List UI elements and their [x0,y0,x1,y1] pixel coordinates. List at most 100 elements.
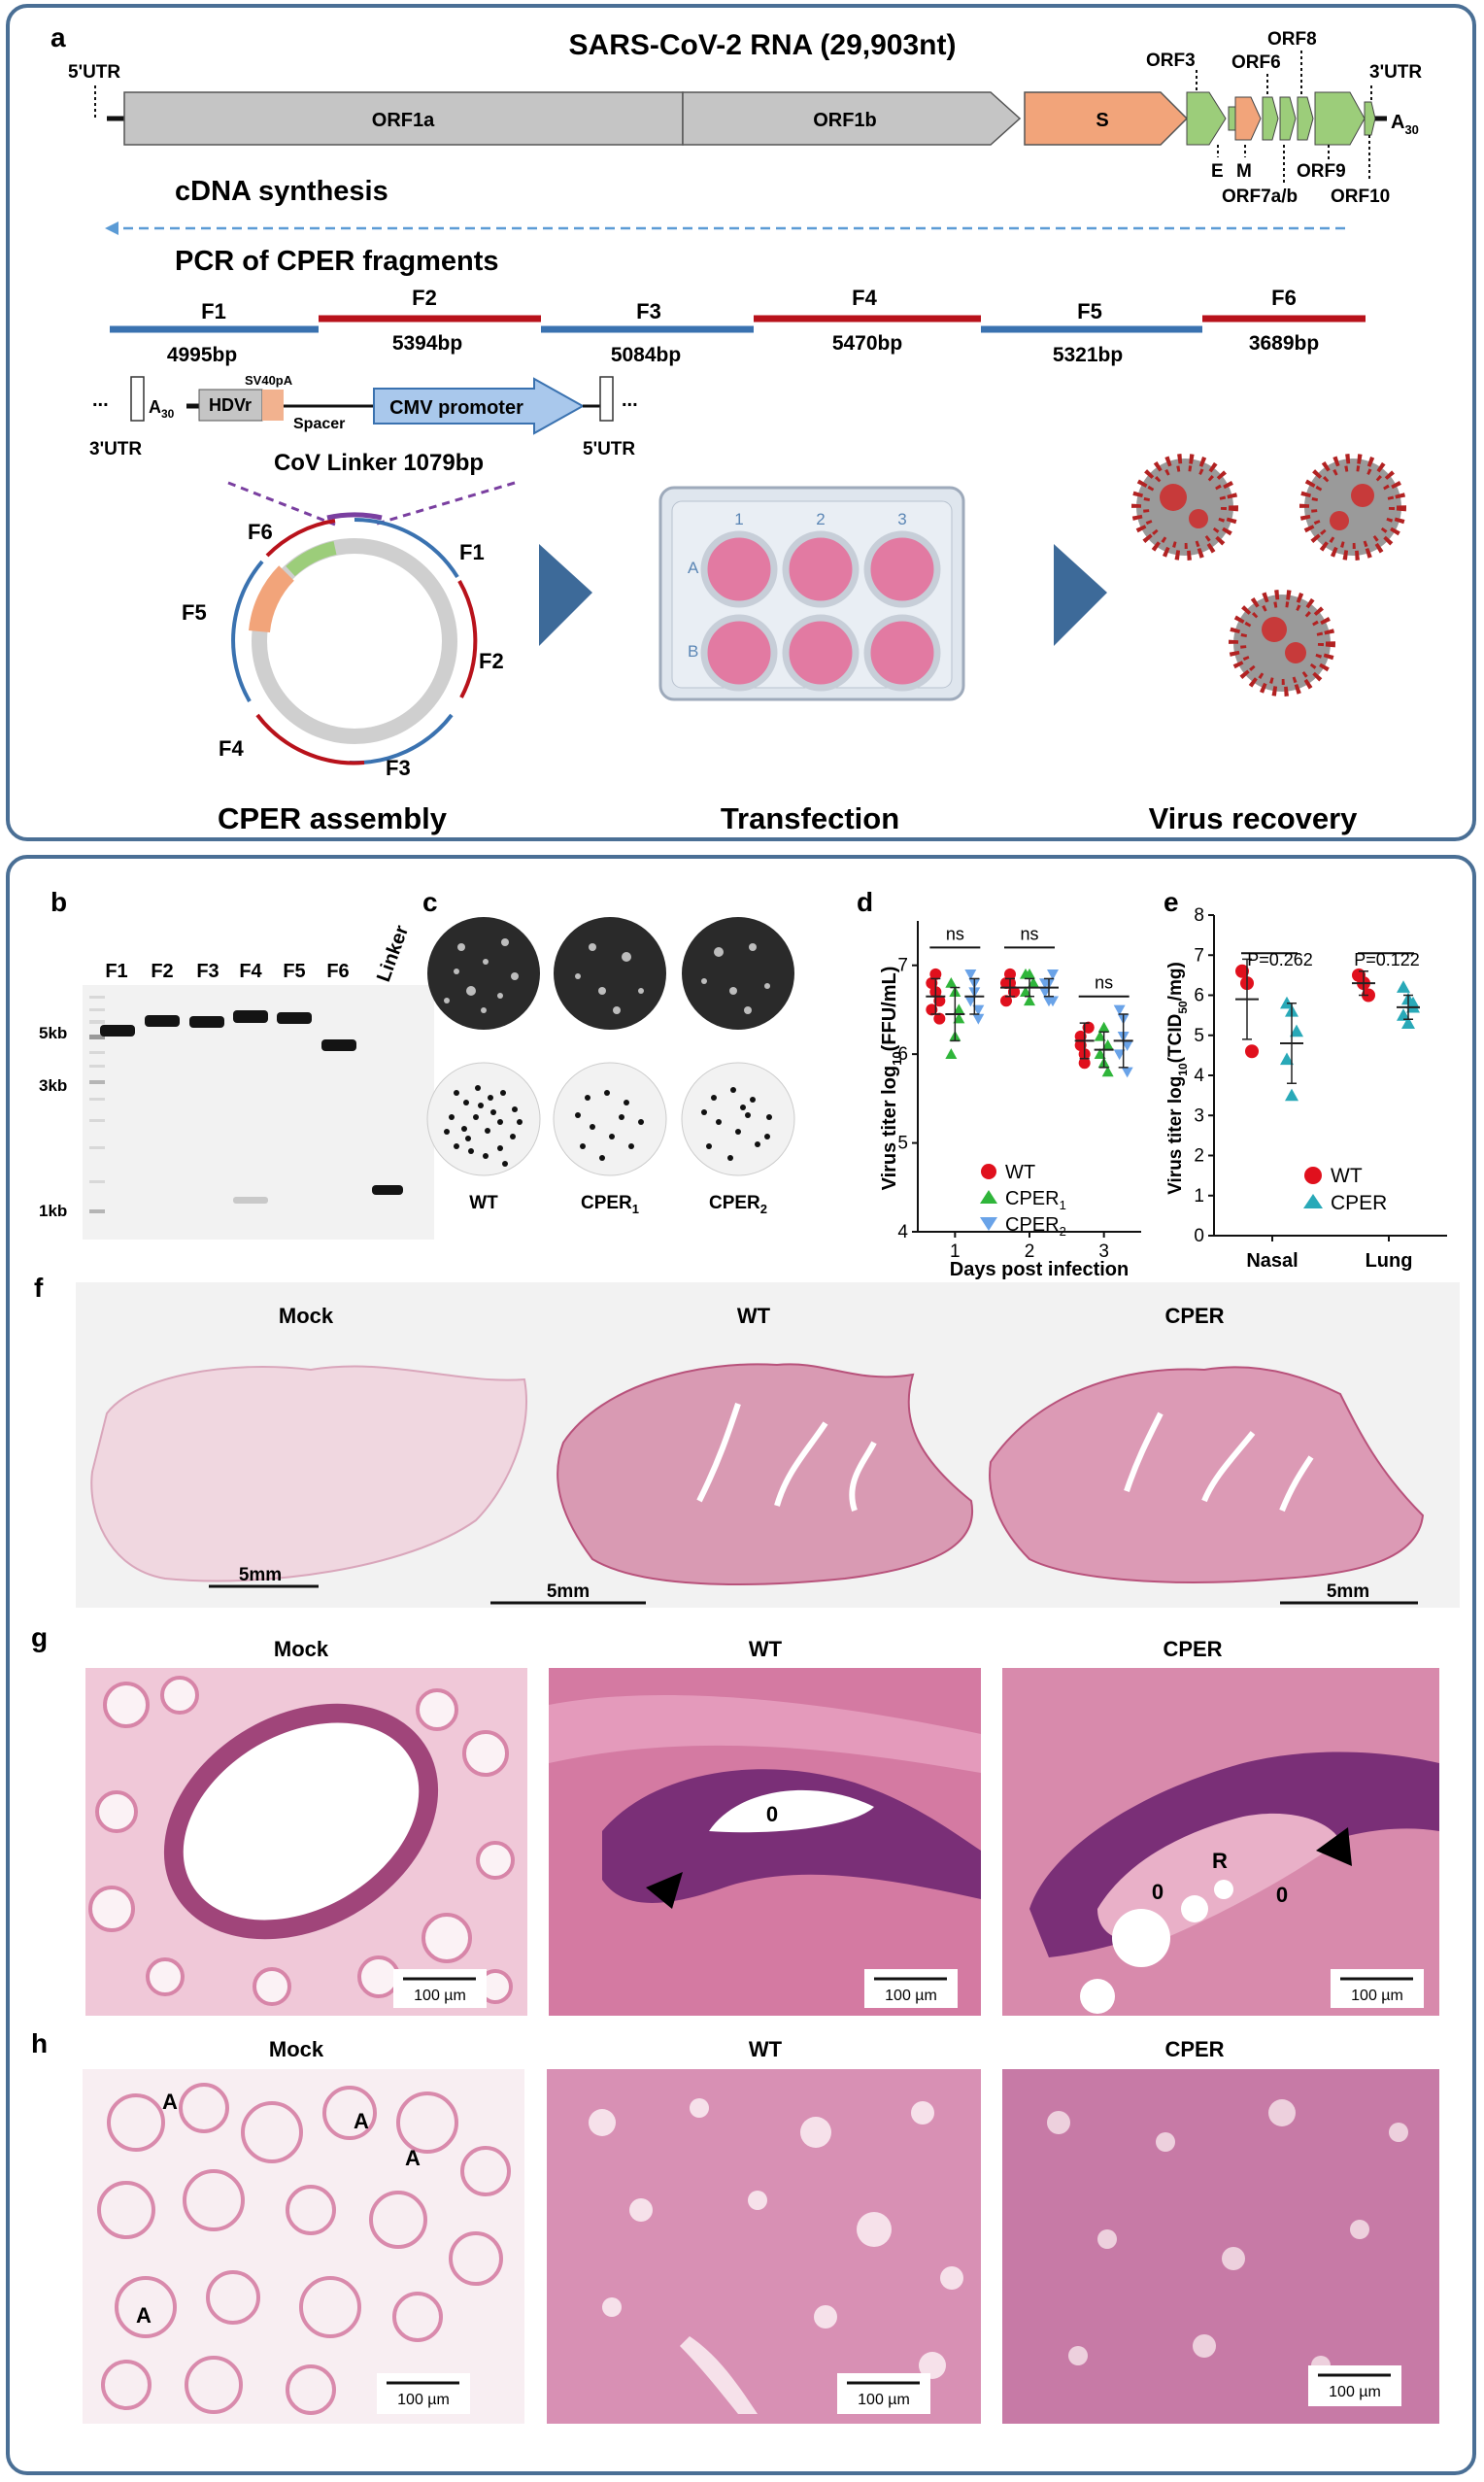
y-tick-label: 4 [897,1222,908,1242]
data-point [1280,1052,1294,1066]
panel-e: e Virus titer log10(TCID50/mg) 012345678… [1164,887,1447,1272]
lane-label-f2: F2 [151,961,173,982]
sig-label: ns [946,924,964,943]
marker-5kb: 5kb [39,1024,67,1042]
genome-title: SARS-CoV-2 RNA (29,903nt) [569,29,957,61]
f-lung-mock [90,1365,527,1582]
data-point [1082,1021,1095,1034]
data-point [1101,1066,1114,1077]
data-point [1245,1044,1259,1059]
sig-label: ns [1095,973,1113,993]
s-label: S [1096,110,1108,131]
svg-text:100 µm: 100 µm [414,1988,466,2004]
pcr-label: PCR of CPER fragments [175,246,499,277]
cmv-promoter-arrow [373,377,586,435]
fragment-f5-name: F5 [1077,299,1102,323]
y-tick-label: 4 [1194,1066,1204,1086]
y-tick-label: 5 [1194,1026,1204,1046]
svg-text:F5: F5 [182,600,207,625]
data-point [1074,1039,1087,1051]
h-scale-bars: 100 µm 100 µm 100 µm [377,2365,1401,2414]
data-point [933,995,946,1007]
f-scale-mock: 5mm [239,1565,282,1585]
data-point [1397,980,1410,993]
e-legend-wt: WT [1331,1165,1363,1187]
e-label: E [1211,161,1224,182]
data-point [1028,977,1039,988]
data-point [1401,1016,1415,1029]
data-point [945,977,958,988]
svg-text:f: f [34,1273,44,1303]
data-point [972,1013,985,1025]
data-point [1094,1030,1106,1041]
data-point [1113,1004,1126,1016]
e-legend: WT CPER [1303,1165,1387,1214]
h-image-wt [547,2069,981,2424]
svg-text:F2: F2 [479,649,504,673]
step-label-cper: CPER assembly [218,801,448,835]
data-point [945,1048,958,1059]
plaque-wells-bottom [426,1062,795,1176]
g-arrowhead-wt [646,1872,683,1909]
y-tick-label: 6 [1194,986,1204,1006]
data-point [1078,1057,1091,1070]
data-point [1097,1021,1110,1033]
linker-a30: A30 [149,397,175,421]
data-point [1094,1048,1106,1059]
d-xlabel: Days post infection [950,1259,1129,1280]
data-point [1285,1088,1298,1102]
y-tick-label: 7 [1194,945,1204,966]
svg-text:F4: F4 [219,736,244,761]
fragment-f4-bp: 5470bp [832,332,902,355]
svg-text:c: c [422,887,438,917]
y-tick-label: 8 [1194,905,1204,926]
f-scale-cper: 5mm [1327,1581,1369,1602]
h-mark-a4: A [136,2303,152,2328]
f-title-wt: WT [737,1304,771,1328]
orf10-label: ORF10 [1331,187,1390,207]
svg-text:h: h [31,2028,48,2058]
linker-title: CoV Linker 1079bp [274,450,484,476]
orf1a-box [123,91,684,146]
svg-text:HDVr: HDVr [209,395,252,415]
data-point [1024,968,1035,979]
svg-text:A: A [688,559,699,577]
data-point [1024,995,1035,1006]
data-point [964,996,977,1007]
orf9-label: ORF9 [1297,161,1346,182]
svg-text:F1: F1 [459,540,485,564]
f-title-cper: CPER [1164,1304,1224,1328]
panel-b: b F1 F2 F3 F4 F5 F6 Linker 5kb 3kb 1kb [39,887,434,1240]
data-point [1121,1067,1133,1078]
x-tick-label: 1 [950,1241,961,1262]
data-point [953,1003,965,1015]
g-mark-cper-0b: 0 [1276,1883,1288,1907]
lane-label-f4: F4 [239,961,262,982]
panel-d: d Virus titer log10(FFU/mL) 45671ns2ns3n… [857,887,1141,1280]
data-point [1121,1040,1133,1051]
panel-a: a SARS-CoV-2 RNA (29,903nt) 5'UTR ORF1a … [51,22,1422,835]
m-label: M [1236,161,1252,182]
g-mark-cper-0a: 0 [1152,1880,1164,1904]
y-tick-label: 7 [897,956,908,976]
e-legend-cper-marker [1303,1194,1323,1208]
h-title-cper: CPER [1164,2037,1224,2061]
fragment-f6-bp: 3689bp [1249,332,1319,355]
plaque-label-cper2: CPER2 [709,1193,767,1216]
cper-circle: F1 F2 F3 F4 F5 F6 [182,512,504,780]
svg-text:100 µm: 100 µm [885,1988,937,2004]
fragment-f2-bp: 5394bp [392,332,462,355]
plaque-label-wt: WT [469,1193,498,1213]
orf1b-label: ORF1b [813,110,877,131]
data-point [1047,969,1059,980]
orf1b-box [682,91,1022,146]
data-point [1101,1039,1114,1050]
s-box [1024,91,1189,146]
svg-text:CMV promoter: CMV promoter [389,397,523,419]
six-well-plate: 1 2 3 A B [658,486,965,701]
sig-label: ns [1020,924,1038,943]
linker-utr5: 5'UTR [583,439,635,459]
e-p-lung: P=0.122 [1354,950,1420,969]
h-mark-a3: A [405,2146,421,2170]
panel-c: c WT CPER1 CPER2 [422,887,795,1216]
